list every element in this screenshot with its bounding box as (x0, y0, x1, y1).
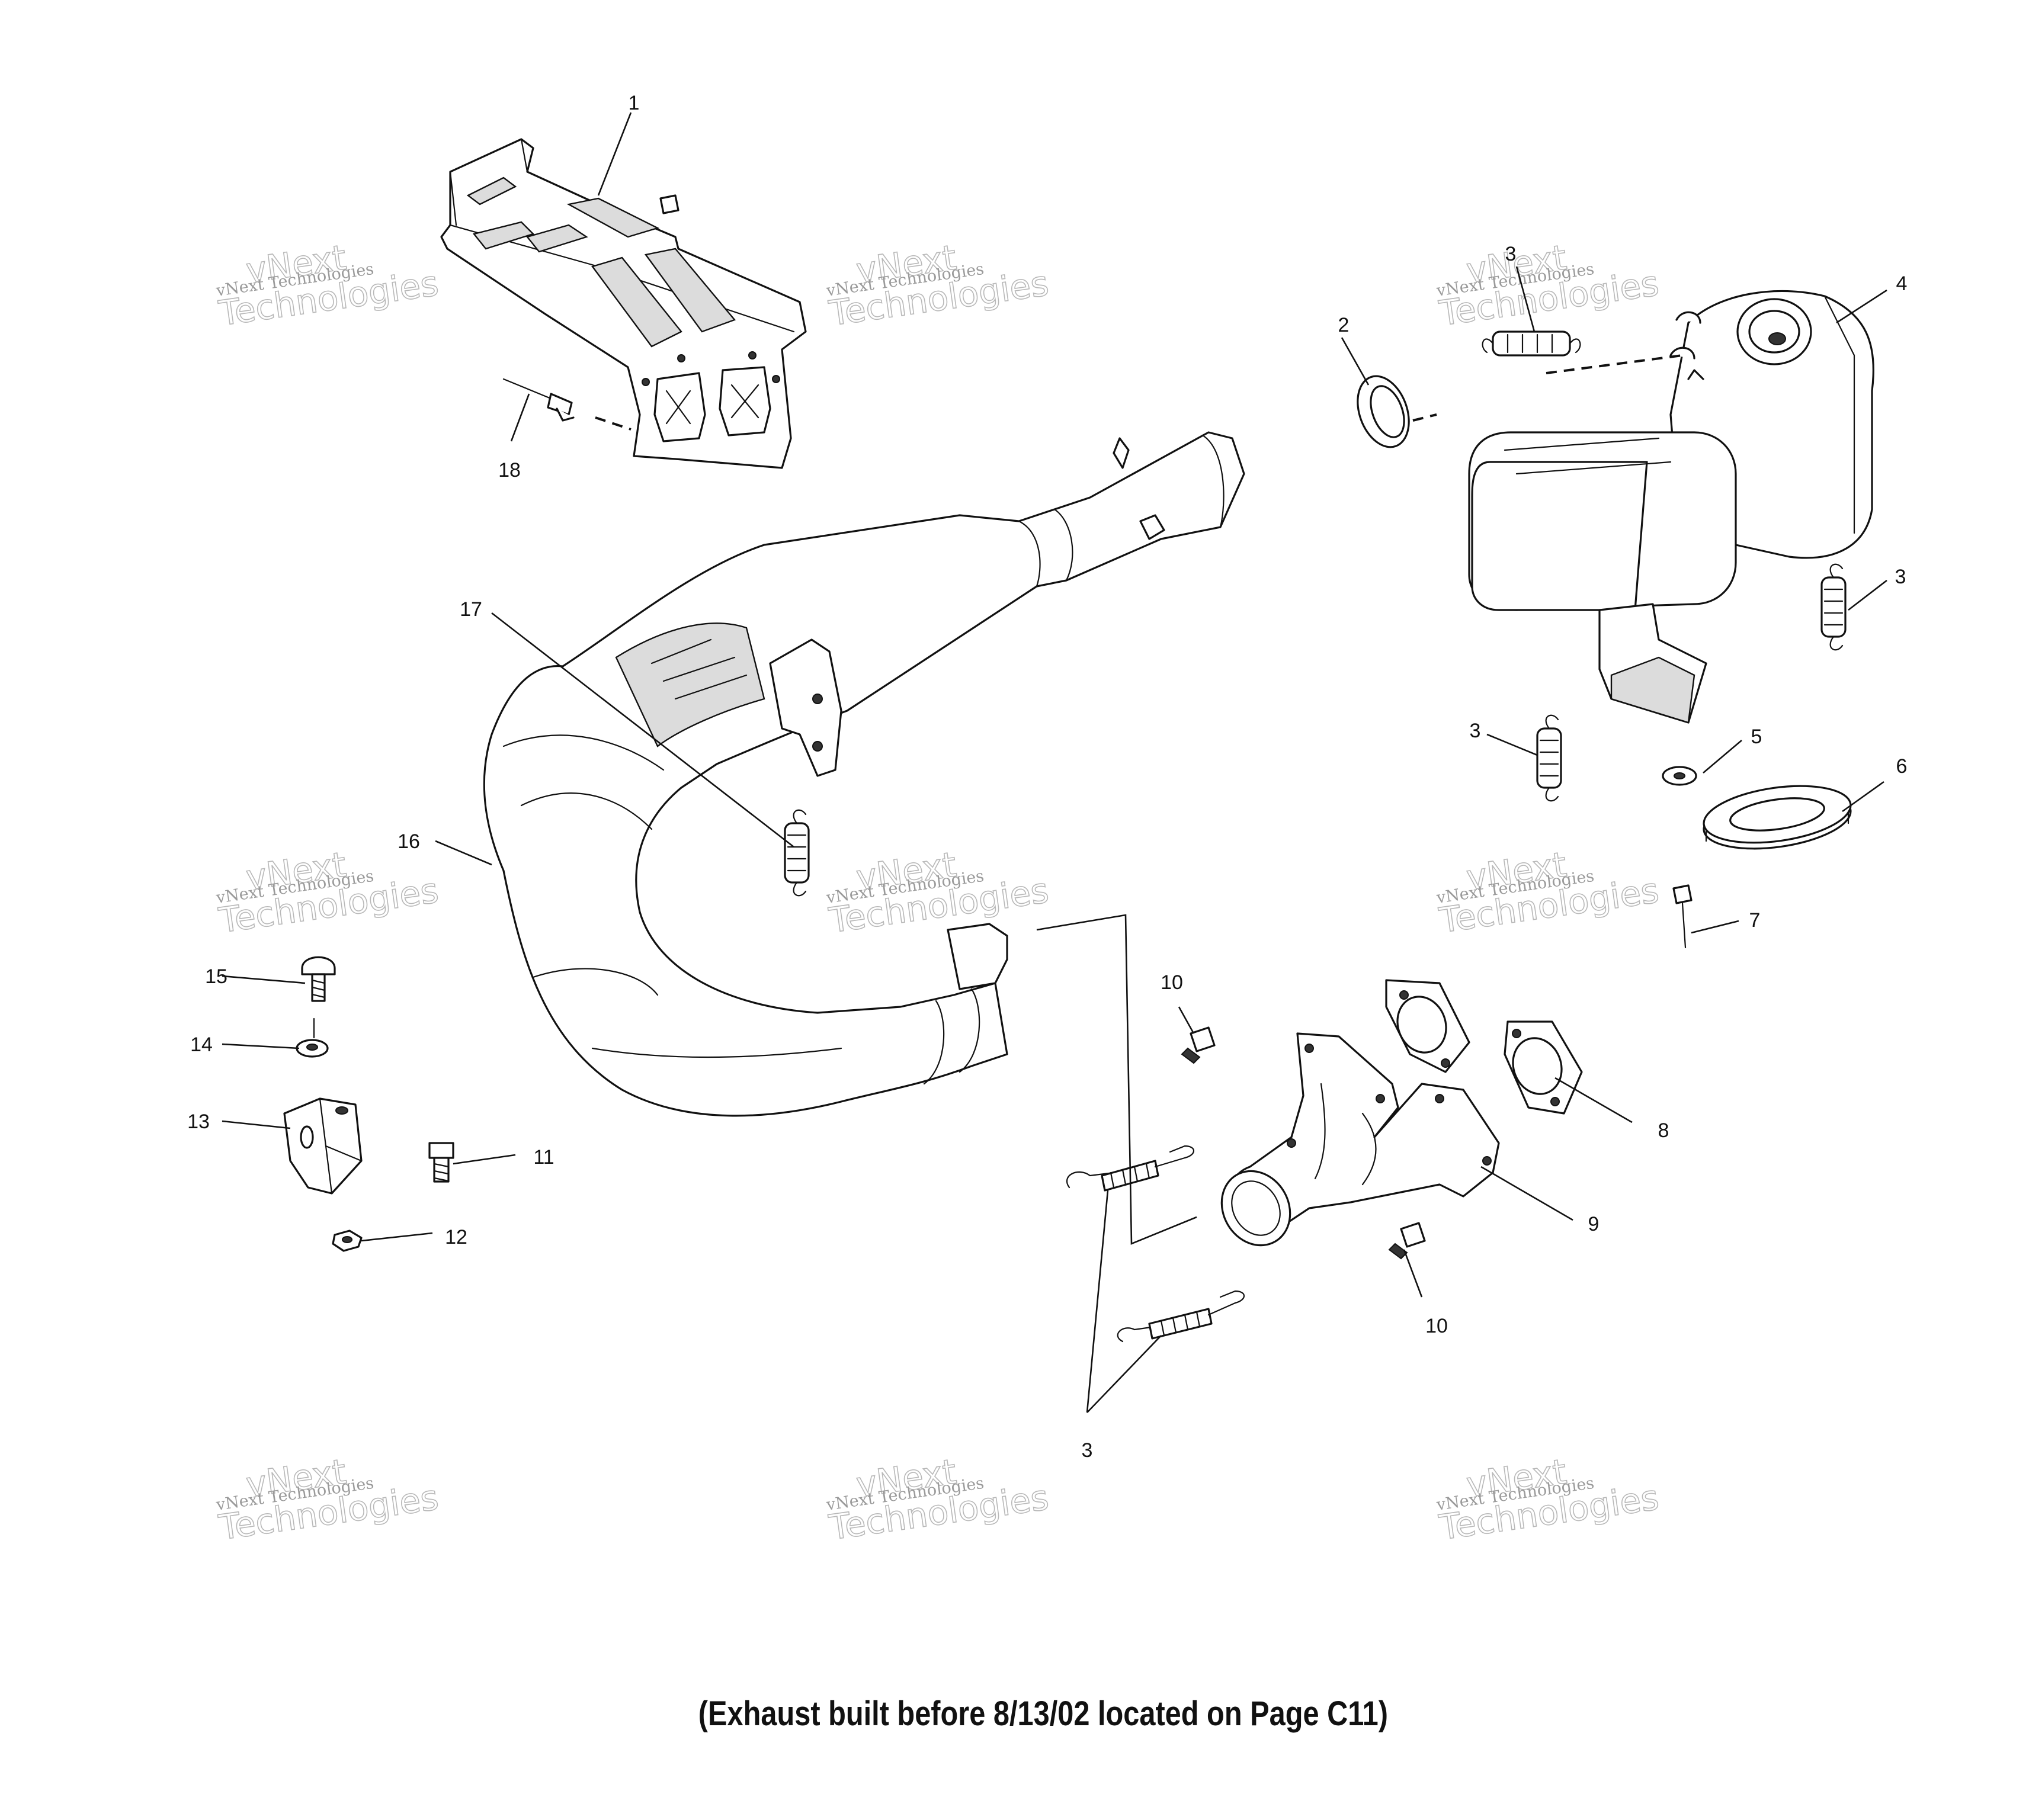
callout-5: 5 (1751, 726, 1762, 748)
callout-10-upper: 10 (1161, 971, 1183, 994)
callout-3-bottom: 3 (1082, 1439, 1093, 1462)
watermark-tile: Technologies vNext vNext Technologies (214, 1451, 441, 1549)
callout-17: 17 (460, 598, 482, 621)
callout-14: 14 (190, 1033, 213, 1056)
callout-10-lower: 10 (1425, 1315, 1448, 1337)
callout-8: 8 (1658, 1119, 1669, 1142)
callout-18: 18 (498, 459, 521, 482)
leader-lines (222, 112, 1887, 1413)
callout-15: 15 (205, 965, 227, 988)
part-17-spring (784, 809, 810, 897)
watermark-tile: Technologies vNext vNext Technologies (1435, 1451, 1662, 1549)
part-12-nut (332, 1230, 363, 1252)
part-18-rivet (502, 378, 632, 431)
callout-4: 4 (1896, 272, 1908, 295)
assembly-lines (1036, 914, 1197, 1245)
part-15-screw (301, 956, 336, 1002)
callout-3-mid: 3 (1470, 720, 1481, 742)
part-4-muffler (1468, 290, 1874, 724)
part-6-grommet (1703, 785, 1852, 850)
part-10-stud-lower (1388, 1222, 1426, 1260)
watermark-tile: Technologies vNext vNext Technologies (1435, 237, 1662, 335)
page-caption: (Exhaust built before 8/13/02 located on… (698, 1694, 1389, 1733)
watermark-tile: Technologies vNext vNext Technologies (825, 844, 1052, 942)
callout-3-top: 3 (1505, 243, 1517, 265)
watermark-tile: Technologies vNext vNext Technologies (1435, 844, 1662, 942)
callout-6: 6 (1896, 755, 1908, 778)
part-3-spring-bottom-lower (1117, 1290, 1245, 1343)
part-1-mounting-bracket (440, 138, 807, 469)
callout-1: 1 (629, 92, 640, 114)
part-10-stud-upper (1181, 1026, 1216, 1064)
callout-12: 12 (445, 1226, 467, 1248)
part-11-bolt (428, 1142, 454, 1183)
callout-3-right: 3 (1895, 566, 1906, 588)
part-8-flange-gasket (1385, 979, 1583, 1115)
part-14-washer (296, 1017, 329, 1058)
watermark-tile: Technologies vNext vNext Technologies (825, 1451, 1052, 1549)
callout-2: 2 (1338, 314, 1350, 336)
part-5-washer (1662, 766, 1697, 786)
callout-9: 9 (1588, 1213, 1600, 1235)
part-3-spring-right (1820, 563, 1847, 651)
part-9-exhaust-manifold (1220, 1032, 1500, 1247)
part-7-stud (1672, 884, 1693, 949)
callout-13: 13 (187, 1110, 210, 1133)
callout-11: 11 (533, 1146, 554, 1169)
part-16-exhaust-pipe (483, 431, 1245, 1117)
callout-16: 16 (398, 830, 420, 853)
watermark-tile: Technologies vNext vNext Technologies (825, 237, 1052, 335)
watermark-tile: Technologies vNext vNext Technologies (214, 237, 441, 335)
callout-7: 7 (1749, 909, 1761, 932)
part-13-clip-bracket (283, 1097, 363, 1195)
part-2-gasket-ring (1357, 375, 1437, 448)
part-3-spring-mid (1536, 714, 1562, 802)
callout-labels: 1 2 3 3 3 3 4 5 6 7 8 9 10 10 11 12 13 1… (187, 92, 1907, 1462)
part-3-spring-top (1482, 330, 1581, 357)
